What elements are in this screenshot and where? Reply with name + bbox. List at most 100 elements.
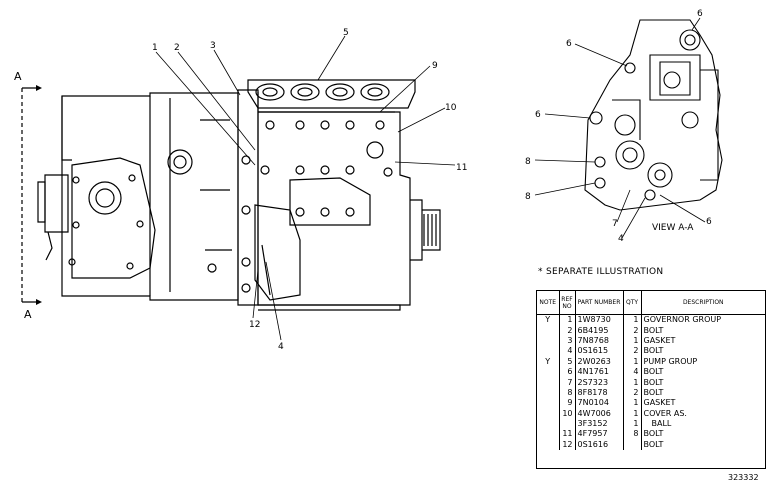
governor-end-plate	[71, 157, 156, 279]
header-note: NOTE	[537, 291, 560, 315]
drawing-number: 323332	[728, 473, 759, 482]
note-cell	[537, 366, 560, 378]
note-cell	[537, 418, 560, 430]
note-cell	[537, 377, 560, 388]
section-marker-top: A	[14, 70, 22, 83]
section-marker-bottom: A	[24, 308, 32, 321]
qty-cell: 1	[623, 418, 642, 430]
ref-cell: 3	[559, 335, 576, 347]
note-cell	[537, 346, 560, 357]
qty-cell: 2	[623, 346, 642, 357]
header-description: DESCRIPTION	[641, 291, 765, 315]
view-callout-7: 7	[612, 219, 618, 229]
ref-cell: 8	[559, 387, 576, 399]
view-callout-4: 4	[618, 234, 624, 244]
qty-cell: 4	[623, 366, 642, 378]
part-cell: 4W7006	[575, 408, 624, 419]
view-callout-6c: 6	[535, 110, 541, 120]
header-ref-no: REF NO	[559, 291, 576, 315]
note-cell	[537, 429, 560, 440]
desc-cell: BOLT	[643, 387, 664, 397]
qty-cell: 1	[623, 408, 642, 419]
callout-12: 12	[249, 320, 260, 330]
desc-cell: COVER AS.	[643, 408, 687, 418]
ref-cell: 7	[559, 377, 576, 388]
qty-cell: 1	[623, 356, 642, 367]
note-cell	[537, 335, 560, 347]
desc-cell: PUMP GROUP	[643, 356, 698, 366]
separate-illustration-note: * SEPARATE ILLUSTRATION	[538, 267, 663, 277]
note-cell: Y	[537, 314, 560, 326]
callout-11: 11	[456, 163, 467, 173]
separate-illustration-text: SEPARATE ILLUSTRATION	[545, 267, 664, 277]
view-callout-8b: 8	[525, 192, 531, 202]
note-cell	[537, 408, 560, 419]
ref-cell: 9	[559, 398, 576, 409]
part-cell: 4F7957	[575, 429, 624, 440]
part-cell: 6B4195	[575, 325, 624, 336]
desc-cell: BOLT	[643, 439, 664, 449]
part-cell: 7N8768	[575, 335, 624, 347]
part-cell: 4N1761	[575, 366, 624, 378]
qty-cell: 2	[623, 325, 642, 336]
view-callout-6b: 6	[697, 9, 703, 19]
part-cell: 2S7323	[575, 377, 624, 388]
desc-cell: BALL	[651, 419, 672, 429]
ref-cell: 6	[559, 366, 576, 378]
part-cell: 7N0104	[575, 398, 624, 409]
ref-cell	[559, 418, 576, 430]
view-aa-outline	[584, 19, 723, 211]
desc-cell: GASKET	[643, 335, 676, 345]
view-callout-6d: 6	[706, 217, 712, 227]
desc-cell: BOLT	[643, 377, 664, 387]
pump-bracket	[254, 204, 301, 301]
callout-4: 4	[278, 342, 284, 352]
note-cell	[537, 398, 560, 409]
drive-end	[410, 199, 423, 261]
ref-cell: 10	[559, 408, 576, 419]
ref-cell: 1	[559, 314, 576, 326]
ref-cell: 11	[559, 429, 576, 440]
header-qty: QTY	[623, 291, 642, 315]
note-cell	[537, 325, 560, 336]
desc-cell: BOLT	[643, 346, 664, 356]
part-cell: 1W8730	[575, 314, 624, 326]
callout-1: 1	[152, 43, 158, 53]
desc-cell: BOLT	[643, 325, 664, 335]
qty-cell: 2	[623, 387, 642, 399]
callout-10: 10	[445, 103, 457, 113]
ref-cell: 4	[559, 346, 576, 357]
parts-list-table: NOTE REF NO PART NUMBER QTY DESCRIPTION …	[536, 290, 766, 469]
part-cell: 8F8178	[575, 387, 624, 399]
callout-3: 3	[210, 41, 216, 51]
part-cell: 3F3152	[575, 418, 624, 430]
note-cell	[537, 387, 560, 399]
desc-cell: GASKET	[643, 398, 676, 408]
note-cell: Y	[537, 356, 560, 367]
part-cell: 2W0263	[575, 356, 624, 367]
note-cell	[537, 439, 560, 451]
desc-cell: BOLT	[643, 367, 664, 377]
part-cell: 0S1616	[575, 439, 624, 451]
qty-cell: 1	[623, 398, 642, 409]
view-callout-6a: 6	[566, 39, 572, 49]
view-callout-8a: 8	[525, 157, 531, 167]
desc-cell: GOVERNOR GROUP	[643, 315, 722, 325]
qty-cell: 8	[623, 429, 642, 440]
table-header-row: NOTE REF NO PART NUMBER QTY DESCRIPTION	[537, 291, 765, 315]
desc-cell: BOLT	[643, 429, 664, 439]
qty-cell	[623, 439, 642, 451]
